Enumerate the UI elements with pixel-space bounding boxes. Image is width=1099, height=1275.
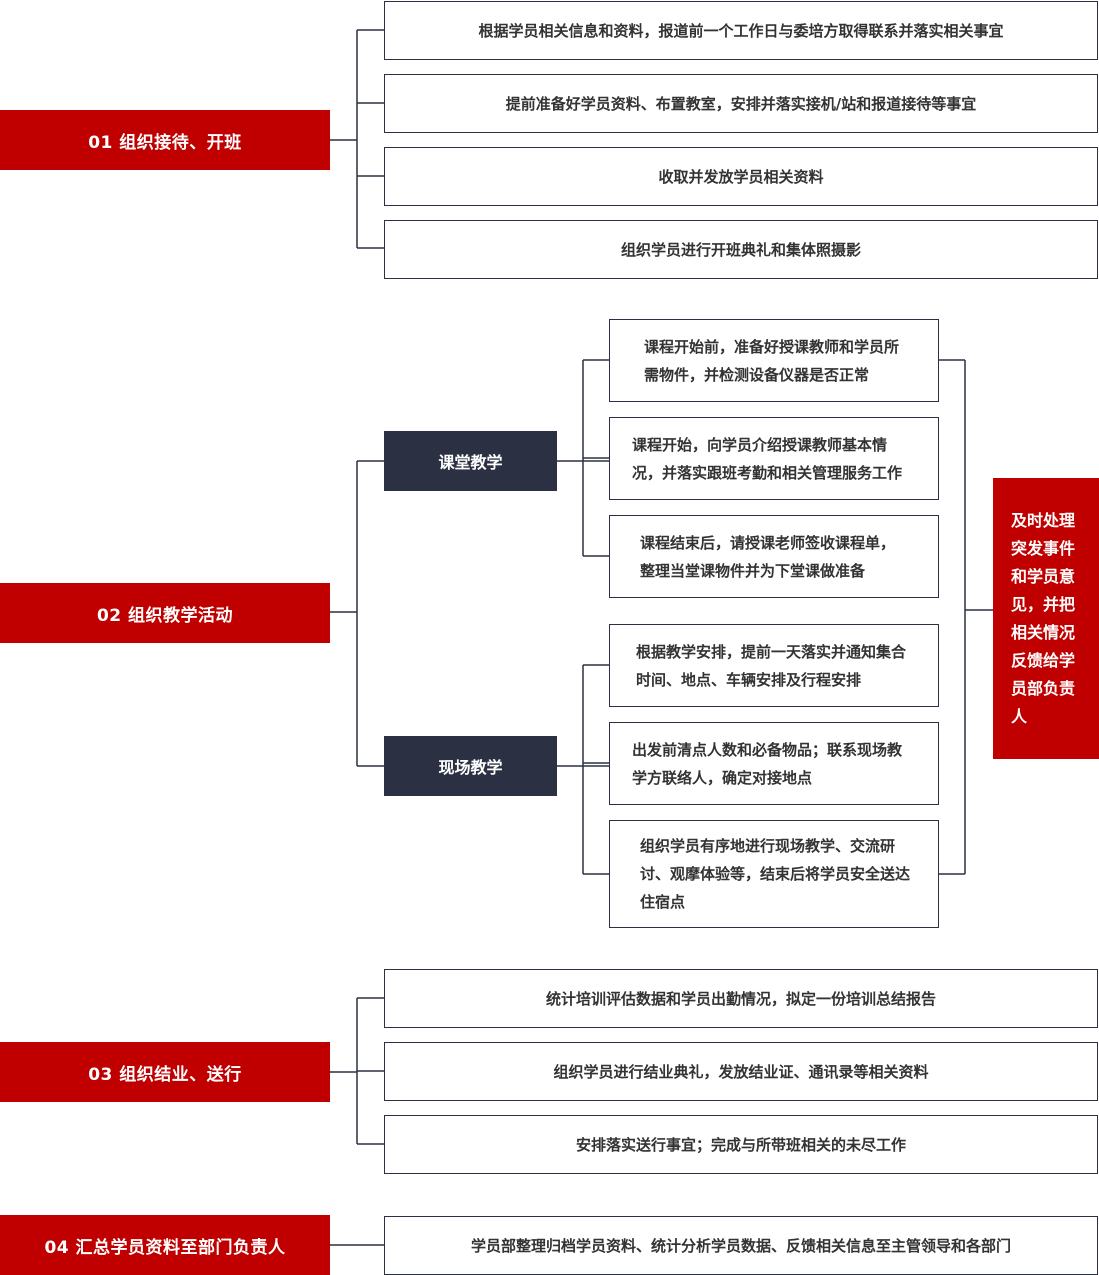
task-01-1: 根据学员相关信息和资料，报道前一个工作日与委培方取得联系并落实相关事宜 — [384, 1, 1098, 60]
task-02-field-1: 根据教学安排，提前一天落实并通知集合时间、地点、车辆安排及行程安排 — [609, 624, 939, 707]
side-note-text: 及时处理突发事件和学员意见，并把相关情况反馈给学员部负责人 — [1011, 510, 1076, 726]
task-02-field-3: 组织学员有序地进行现场教学、交流研讨、观摩体验等，结束后将学员安全送达住宿点 — [609, 820, 939, 928]
subphase-classroom: 课堂教学 — [384, 431, 557, 491]
subphase-field: 现场教学 — [384, 736, 557, 796]
phase-03-graduation: 03 组织结业、送行 — [0, 1042, 330, 1102]
side-note-feedback: 及时处理突发事件和学员意见，并把相关情况反馈给学员部负责人 — [993, 478, 1099, 759]
task-02-classroom-2: 课程开始，向学员介绍授课教师基本情况，并落实跟班考勤和相关管理服务工作 — [609, 417, 939, 500]
task-02-classroom-3: 课程结束后，请授课老师签收课程单，整理当堂课物件并为下堂课做准备 — [609, 515, 939, 598]
task-04-1: 学员部整理归档学员资料、统计分析学员数据、反馈相关信息至主管领导和各部门 — [384, 1216, 1098, 1275]
task-03-2: 组织学员进行结业典礼，发放结业证、通讯录等相关资料 — [384, 1042, 1098, 1101]
task-01-4: 组织学员进行开班典礼和集体照摄影 — [384, 220, 1098, 279]
task-01-3: 收取并发放学员相关资料 — [384, 147, 1098, 206]
phase-02-teaching: 02 组织教学活动 — [0, 583, 330, 643]
task-01-2: 提前准备好学员资料、布置教室，安排并落实接机/站和报道接待等事宜 — [384, 74, 1098, 133]
task-02-field-2: 出发前清点人数和必备物品；联系现场教学方联络人，确定对接地点 — [609, 722, 939, 805]
phase-04-summary: 04 汇总学员资料至部门负责人 — [0, 1215, 330, 1275]
task-03-3: 安排落实送行事宜；完成与所带班相关的未尽工作 — [384, 1115, 1098, 1174]
phase-01-reception: 01 组织接待、开班 — [0, 110, 330, 170]
task-02-classroom-1: 课程开始前，准备好授课教师和学员所需物件，并检测设备仪器是否正常 — [609, 319, 939, 402]
task-03-1: 统计培训评估数据和学员出勤情况，拟定一份培训总结报告 — [384, 969, 1098, 1028]
